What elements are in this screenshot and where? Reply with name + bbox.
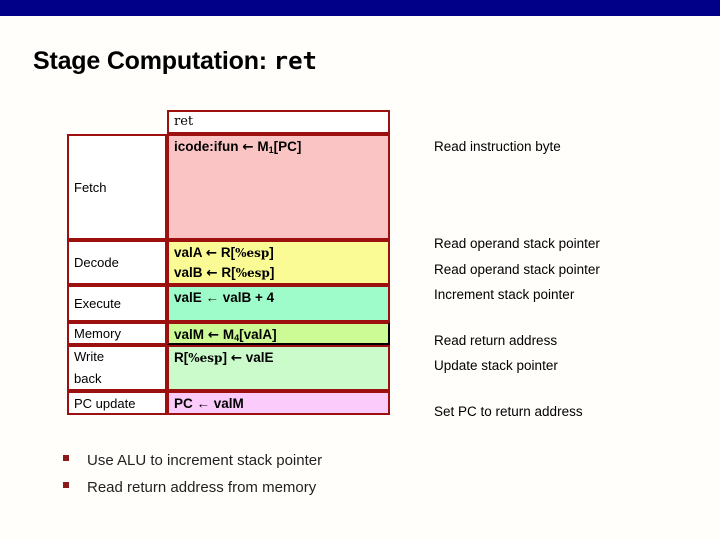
assign-arrow-icon: ← [242, 139, 254, 155]
fetch-mem: M [257, 139, 269, 154]
table-header-row: ret [67, 110, 390, 134]
stage-value-decode: valA ← R[%esp] valB ← R[%esp] [167, 240, 390, 285]
writeback-source: valE [245, 350, 274, 365]
memory-mem-index: [valA] [239, 327, 277, 342]
execute-line-1: valE ← valB + 4 [174, 290, 275, 305]
decode-reg-open: R[ [220, 245, 236, 260]
table-row-memory: Memory valM ← M4[valA] [67, 322, 390, 345]
summary-bullets: Use ALU to increment stack pointer Read … [63, 452, 322, 506]
note-writeback: Update stack pointer [434, 358, 558, 373]
table-row-decode: Decode valA ← R[%esp] valB ← R[%esp] [67, 240, 390, 285]
decode-line-1: valA ← R[%esp] [174, 243, 384, 263]
assign-arrow-icon: ← [230, 350, 243, 366]
stage-value-execute: valE ← valB + 4 [167, 285, 390, 322]
stage-label-fetch: Fetch [67, 134, 167, 240]
stage-value-fetch: icode:ifun ← M1[PC] [167, 134, 390, 240]
stage-computation-table: ret Fetch icode:ifun ← M1[PC] Decode val… [67, 110, 390, 415]
writeback-reg-open: R[ [174, 350, 189, 365]
note-pcupdate: Set PC to return address [434, 404, 583, 419]
decode-line-2: valB ← R[%esp] [174, 263, 384, 283]
writeback-reg-close: ] [222, 350, 227, 365]
stage-value-writeback: R[%esp] ← valE [167, 345, 390, 391]
fetch-mem-index: [PC] [273, 139, 302, 154]
note-fetch: Read instruction byte [434, 139, 561, 154]
memory-line-1: valM ← M4[valA] [174, 325, 384, 348]
stage-label-writeback-line2: back [74, 371, 102, 386]
bullet-square-icon [63, 482, 69, 488]
decode-reg-open: R[ [221, 265, 236, 280]
page-title: Stage Computation: ret [33, 47, 317, 76]
page-title-instruction: ret [273, 47, 317, 75]
page-title-prefix: Stage Computation: [33, 47, 274, 75]
assign-arrow-icon: ← [207, 327, 220, 343]
list-item: Use ALU to increment stack pointer [63, 452, 322, 479]
note-execute: Increment stack pointer [434, 287, 575, 302]
table-row-writeback: Write back R[%esp] ← valE [67, 345, 390, 391]
stage-label-decode: Decode [67, 240, 167, 285]
decode-reg-esp: %esp [235, 246, 270, 260]
stage-label-writeback-line1: Write [74, 349, 105, 364]
table-row-pcupdate: PC update PC ← valM [67, 391, 390, 415]
stage-value-memory: valM ← M4[valA] [167, 322, 390, 345]
decode-reg-close: ] [269, 245, 274, 260]
bullet-text: Use ALU to increment stack pointer [87, 452, 323, 469]
decode-target-a: valA [174, 245, 203, 260]
fetch-line-1: icode:ifun ← M1[PC] [174, 137, 384, 160]
table-header-spacer [67, 110, 167, 134]
top-banner [0, 0, 720, 16]
decode-reg-close: ] [269, 265, 275, 280]
memory-target: valM [174, 327, 205, 342]
note-decode-1: Read operand stack pointer [434, 236, 600, 251]
decode-target-b: valB [174, 265, 203, 280]
note-decode-2: Read operand stack pointer [434, 262, 600, 277]
stage-value-pcupdate: PC ← valM [167, 391, 390, 415]
bullet-square-icon [63, 455, 69, 461]
bullet-text: Read return address from memory [87, 479, 317, 496]
writeback-line-1: R[%esp] ← valE [174, 348, 384, 368]
stage-label-memory: Memory [67, 322, 167, 345]
fetch-target: icode:ifun [174, 139, 239, 154]
decode-reg-esp: %esp [235, 266, 270, 280]
stage-label-pcupdate: PC update [67, 391, 167, 415]
assign-arrow-icon: ← [206, 265, 218, 281]
stage-label-execute: Execute [67, 285, 167, 322]
memory-mem: M [222, 327, 235, 342]
list-item: Read return address from memory [63, 479, 322, 506]
table-row-fetch: Fetch icode:ifun ← M1[PC] [67, 134, 390, 240]
stage-label-writeback: Write back [67, 345, 167, 391]
table-header-instruction: ret [167, 110, 390, 134]
memory-mem-size: 4 [234, 333, 240, 343]
fetch-mem-size: 1 [268, 145, 274, 155]
table-row-execute: Execute valE ← valB + 4 [67, 285, 390, 322]
assign-arrow-icon: ← [205, 245, 218, 261]
pcupdate-line-1: PC ← valM [174, 396, 244, 411]
writeback-reg-esp: %esp [188, 351, 223, 365]
note-memory: Read return address [434, 333, 558, 348]
